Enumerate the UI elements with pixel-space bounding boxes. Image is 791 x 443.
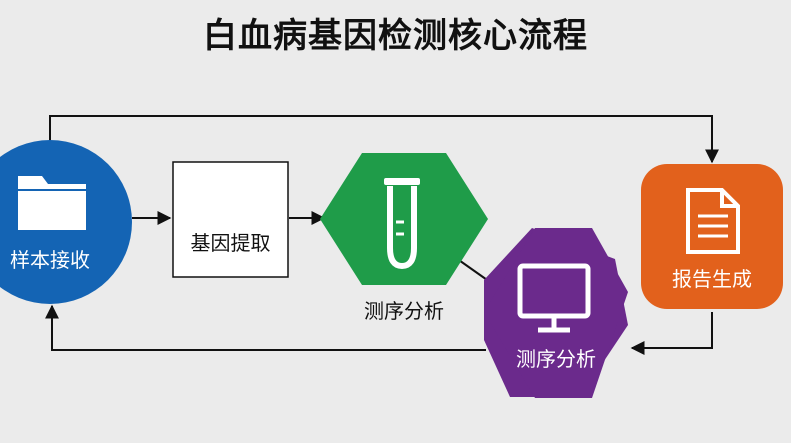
- diagram-title: 白血病基因检测核心流程: [203, 16, 588, 56]
- label-sequencing-purple: 测序分析: [516, 347, 596, 371]
- label-report-generation: 报告生成: [672, 267, 752, 291]
- node-sample-receive: [0, 140, 132, 304]
- document-icon: [686, 188, 740, 254]
- bottom-loop-connector: [630, 312, 713, 355]
- connector-sequencing-to-analysis: [455, 257, 491, 283]
- monitor-icon: [517, 263, 591, 333]
- top-loop-connector: [49, 115, 719, 164]
- label-sample-receive: 样本接收: [10, 248, 90, 272]
- folder-icon: [18, 176, 86, 230]
- label-gene-extraction: 基因提取: [190, 231, 271, 255]
- test-tube-icon: [384, 178, 420, 270]
- node-sequencing-purple: [484, 228, 628, 398]
- label-sequencing-green: 测序分析: [364, 299, 444, 323]
- bottom-return-connector: [45, 304, 486, 351]
- node-gene-extraction: [172, 161, 289, 278]
- node-report-generation: [641, 164, 783, 309]
- node-sequencing-green: [320, 153, 488, 285]
